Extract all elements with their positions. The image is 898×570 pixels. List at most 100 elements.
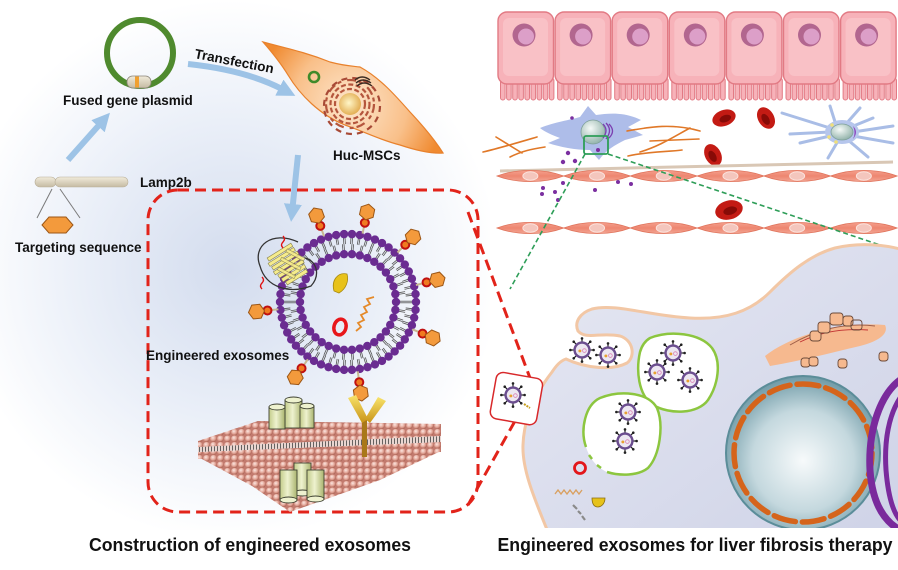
fiber xyxy=(509,146,546,158)
epithelial-nucleolus xyxy=(860,28,877,45)
lipid-tail xyxy=(402,280,410,284)
mini-exosome-icon xyxy=(569,337,595,363)
red-blood-cell-icon xyxy=(756,107,776,129)
basement-membrane xyxy=(499,160,894,173)
lipid-tail xyxy=(405,293,413,295)
zoom-line-right xyxy=(607,153,887,248)
endothelial-cell-icon xyxy=(695,170,765,182)
arrow-to-exosome-icon xyxy=(283,154,302,222)
endothelial-nucleus xyxy=(722,171,739,181)
endothelial-nucleus xyxy=(855,171,872,181)
lipid-tail xyxy=(368,249,373,256)
cargo-rna-icon xyxy=(355,296,375,332)
golgi-vesicles xyxy=(800,312,889,369)
cylinder-top xyxy=(299,402,315,410)
fused-gene-plasmid-label: Fused gene plasmid xyxy=(63,93,193,108)
lipid-tail xyxy=(392,326,399,331)
lipid-tail xyxy=(367,348,371,356)
lipid-head xyxy=(303,352,312,361)
nucleus-body xyxy=(725,375,881,528)
endothelial-nucleus xyxy=(589,223,606,233)
receptor-icon xyxy=(348,395,386,457)
lipid-head xyxy=(297,347,306,356)
beta-strand xyxy=(276,266,296,280)
lipid-tail xyxy=(316,245,321,252)
target-cell-nucleus-icon xyxy=(725,375,881,528)
lipid-head xyxy=(279,321,289,330)
lipid-tail xyxy=(359,351,362,359)
exosome-dot xyxy=(553,190,557,194)
lipid-head xyxy=(381,327,391,336)
incoming-exosome-box xyxy=(489,371,544,426)
lipid-tail xyxy=(323,348,328,355)
lipid-tail xyxy=(292,317,300,321)
lipid-head xyxy=(339,229,349,239)
er-ring xyxy=(333,87,367,121)
lipid-tail xyxy=(334,351,337,359)
lipid-tail xyxy=(343,244,345,252)
lipid-tail xyxy=(360,245,364,253)
engineered-exosome-icon xyxy=(247,203,446,402)
exosome-dot xyxy=(616,180,620,184)
plasmid-icon xyxy=(104,17,176,89)
msc-nucleus xyxy=(339,93,361,115)
epithelial-nucleolus xyxy=(575,28,592,45)
lipid-head xyxy=(305,268,315,277)
lipid-tail xyxy=(404,315,411,319)
exosome-dot xyxy=(556,198,560,202)
red-blood-cells xyxy=(704,107,776,220)
endothelial-nucleus xyxy=(855,223,872,233)
exosome-dot xyxy=(593,188,597,192)
huc-mscs-label: Huc-MSCs xyxy=(333,148,401,163)
lipid-head xyxy=(347,365,357,375)
ligand-receptor-contact-icon xyxy=(523,403,531,409)
ligand-linker xyxy=(359,217,370,228)
golgi-stack xyxy=(355,79,372,84)
lipid-tail xyxy=(399,271,406,276)
lipid-tail xyxy=(386,344,392,350)
endothelial-cell-icon xyxy=(562,222,632,234)
cargo-protein-icon xyxy=(332,273,348,294)
cylinder-bottom xyxy=(306,495,325,503)
lipid-tail xyxy=(399,328,406,333)
golgi-vesicle xyxy=(837,358,848,369)
lipid-head xyxy=(277,313,287,322)
lipid-tail xyxy=(285,315,292,319)
lipid-tail xyxy=(335,238,338,246)
lipid-tail xyxy=(369,242,374,249)
lipid-head xyxy=(376,262,385,271)
lipid-tail xyxy=(398,291,406,294)
lipid-head xyxy=(347,249,357,259)
quiescent-stellate-cell-icon xyxy=(780,104,895,160)
process xyxy=(851,124,895,134)
lipid-tail xyxy=(337,359,340,366)
organelle-arc xyxy=(605,122,611,140)
epithelial-nucleolus xyxy=(803,28,820,45)
endothelial-nucleus xyxy=(722,223,739,233)
beta-strand xyxy=(285,248,306,262)
targeting-ligand-icon xyxy=(286,358,309,386)
lipid-tail xyxy=(334,245,337,253)
targeting-peptide-hexagon xyxy=(404,228,422,246)
lipid-tail xyxy=(335,358,338,366)
lipid-head xyxy=(331,364,341,374)
lipid-tail xyxy=(285,285,292,289)
stellate-nucleus xyxy=(580,119,606,145)
receptor-stem xyxy=(362,419,367,457)
lipid-head xyxy=(316,235,326,244)
lipid-tail xyxy=(405,294,413,297)
left-panel-caption: Construction of engineered exosomes xyxy=(89,535,411,555)
lipid-tail xyxy=(376,253,381,260)
lipid-tail xyxy=(356,359,359,366)
lipid-head xyxy=(381,268,391,277)
lipid-head xyxy=(324,362,333,372)
lipid-tail xyxy=(314,246,319,253)
zoom-connector-upper xyxy=(466,211,532,379)
membrane-lipid-tails xyxy=(198,436,441,452)
lipid-tail xyxy=(309,339,315,346)
lipid-tail xyxy=(392,338,399,344)
lipid-tail xyxy=(296,325,303,330)
fusing-vesicle xyxy=(582,392,662,476)
lipid-head xyxy=(309,356,319,366)
lipid-head xyxy=(296,305,305,315)
